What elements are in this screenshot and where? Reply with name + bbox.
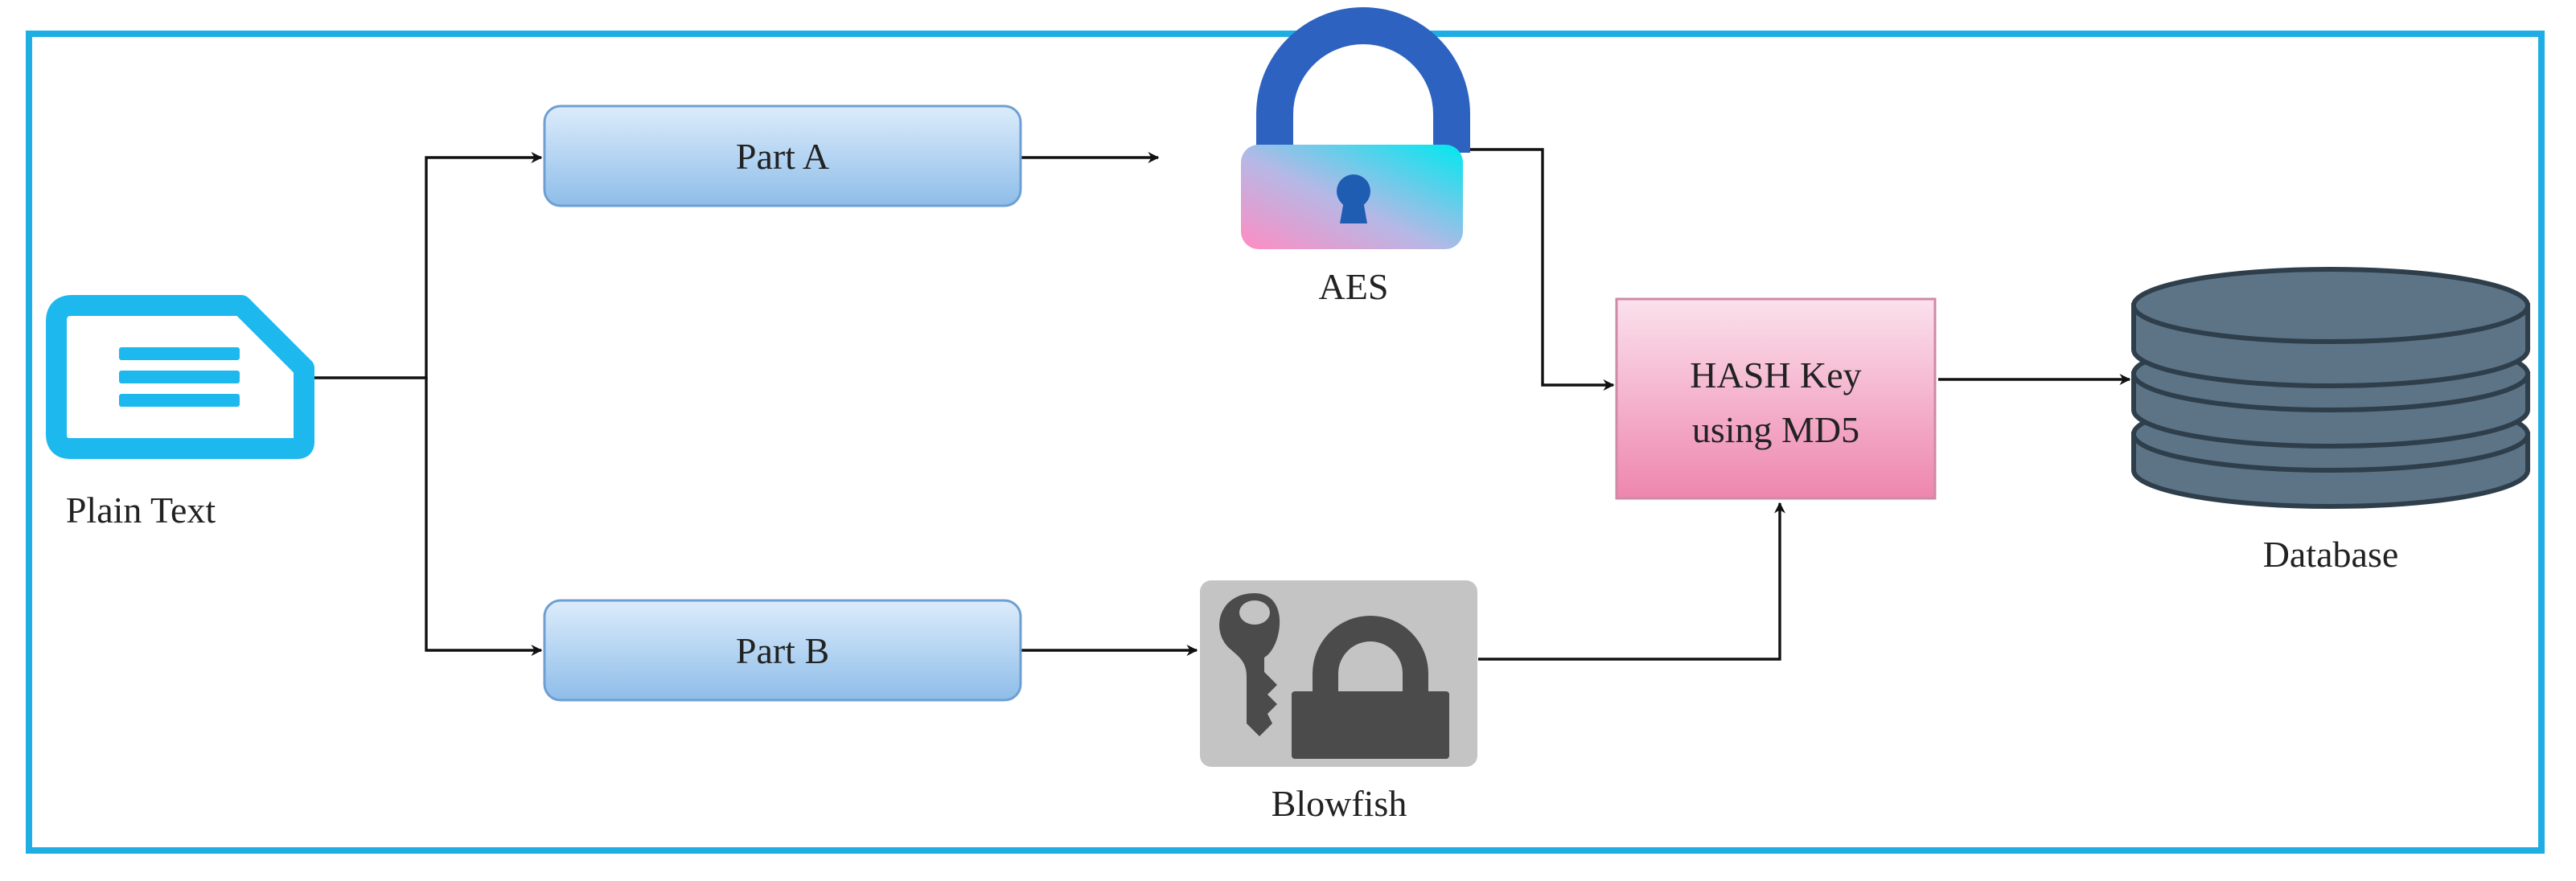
database-label: Database [2263, 534, 2399, 575]
node-hash-key: HASH Key using MD5 [1615, 297, 1937, 500]
edge-aes-to-hash [1468, 148, 1615, 391]
plain-text-label: Plain Text [66, 490, 216, 531]
part-a-box [543, 104, 1022, 207]
database-icon [2131, 267, 2530, 509]
edge-plaintext-to-partb [425, 378, 543, 656]
document-icon [46, 295, 314, 459]
edge-plaintext-to-parta [310, 152, 543, 379]
hash-key-label-line1: HASH Key [1690, 354, 1861, 395]
node-aes: AES [1241, 7, 1470, 307]
part-a-label: Part A [736, 136, 829, 177]
padlock-icon [1241, 7, 1470, 249]
blowfish-label: Blowfish [1272, 783, 1407, 824]
part-b-label: Part B [736, 630, 829, 671]
key-lock-icon [1200, 580, 1477, 767]
node-blowfish: Blowfish [1200, 580, 1477, 824]
node-database: Database [2131, 267, 2530, 575]
node-plain-text: Plain Text [46, 295, 314, 531]
part-b-box [543, 599, 1022, 702]
hash-key-label-line2: using MD5 [1692, 409, 1859, 450]
node-part-b: Part B [543, 599, 1022, 702]
hash-key-box [1615, 297, 1937, 500]
node-part-a: Part A [543, 104, 1022, 207]
aes-label: AES [1319, 266, 1389, 307]
edge-blowfish-to-hash [1478, 502, 1785, 661]
edges [310, 148, 2131, 661]
